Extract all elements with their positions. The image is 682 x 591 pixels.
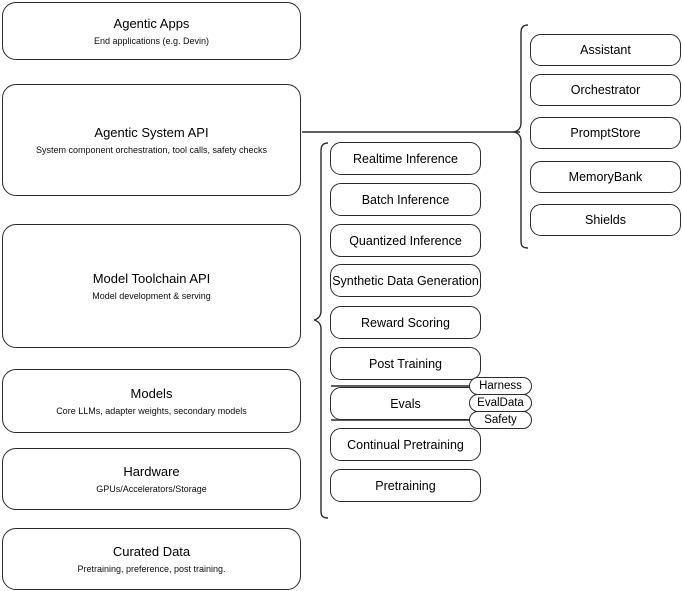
item-label: Pretraining <box>375 478 436 493</box>
system-item-assistant[interactable]: Assistant <box>530 34 681 66</box>
layer-models[interactable]: Models Core LLMs, adapter weights, secon… <box>2 369 301 433</box>
item-label: Batch Inference <box>361 192 450 207</box>
item-label: Shields <box>585 213 626 227</box>
layer-agentic-system-api[interactable]: Agentic System API System component orch… <box>2 84 301 196</box>
layer-model-toolchain-api[interactable]: Model Toolchain API Model development & … <box>2 224 301 348</box>
toolchain-item-reward-scoring[interactable]: Reward Scoring <box>330 306 481 339</box>
layer-title: Models <box>130 385 173 401</box>
item-label: Quantized Inference <box>349 233 462 248</box>
item-label: Reward Scoring <box>361 315 450 330</box>
item-label: Orchestrator <box>570 83 641 97</box>
right-brace <box>513 24 529 249</box>
layer-subtitle: System component orchestration, tool cal… <box>35 144 268 155</box>
layer-title: Agentic Apps <box>113 15 190 31</box>
middle-brace <box>313 142 329 519</box>
layer-agentic-apps[interactable]: Agentic Apps End applications (e.g. Devi… <box>2 2 301 60</box>
item-label: Assistant <box>580 43 631 57</box>
evals-badge-evaldata[interactable]: EvalData <box>469 394 532 412</box>
evals-badge-safety[interactable]: Safety <box>469 411 532 429</box>
system-item-memorybank[interactable]: MemoryBank <box>530 161 681 193</box>
item-label: Post Training <box>369 356 442 371</box>
layer-subtitle: End applications (e.g. Devin) <box>93 35 210 46</box>
toolchain-item-quantized-inference[interactable]: Quantized Inference <box>330 224 481 257</box>
layer-curated-data[interactable]: Curated Data Pretraining, preference, po… <box>2 528 301 590</box>
system-item-shields[interactable]: Shields <box>530 204 681 236</box>
system-item-promptstore[interactable]: PromptStore <box>530 117 681 149</box>
toolchain-item-post-training[interactable]: Post Training <box>330 347 481 380</box>
item-label: PromptStore <box>570 126 641 140</box>
toolchain-item-pretraining[interactable]: Pretraining <box>330 469 481 502</box>
toolchain-item-continual-pretraining[interactable]: Continual Pretraining <box>330 428 481 461</box>
item-label: Synthetic Data Generation <box>332 273 479 288</box>
layer-title: Hardware <box>123 463 180 479</box>
layer-subtitle: Model development & serving <box>92 290 211 301</box>
layer-title: Curated Data <box>112 543 191 559</box>
item-label: Evals <box>390 396 421 411</box>
item-label: Realtime Inference <box>353 151 458 166</box>
layer-hardware[interactable]: Hardware GPUs/Accelerators/Storage <box>2 448 301 510</box>
system-item-orchestrator[interactable]: Orchestrator <box>530 74 681 106</box>
item-label: Continual Pretraining <box>347 437 464 452</box>
layer-title: Model Toolchain API <box>92 270 211 286</box>
toolchain-item-synthetic-data-generation[interactable]: Synthetic Data Generation <box>330 264 481 297</box>
layer-subtitle: Pretraining, preference, post training. <box>77 563 226 574</box>
layer-title: Agentic System API <box>94 124 209 140</box>
evals-badge-harness[interactable]: Harness <box>469 377 532 395</box>
item-label: MemoryBank <box>568 170 643 184</box>
toolchain-item-realtime-inference[interactable]: Realtime Inference <box>330 142 481 175</box>
layer-subtitle: GPUs/Accelerators/Storage <box>96 483 207 494</box>
toolchain-item-evals[interactable]: Evals <box>330 387 481 420</box>
layer-subtitle: Core LLMs, adapter weights, secondary mo… <box>56 405 247 416</box>
toolchain-item-batch-inference[interactable]: Batch Inference <box>330 183 481 216</box>
